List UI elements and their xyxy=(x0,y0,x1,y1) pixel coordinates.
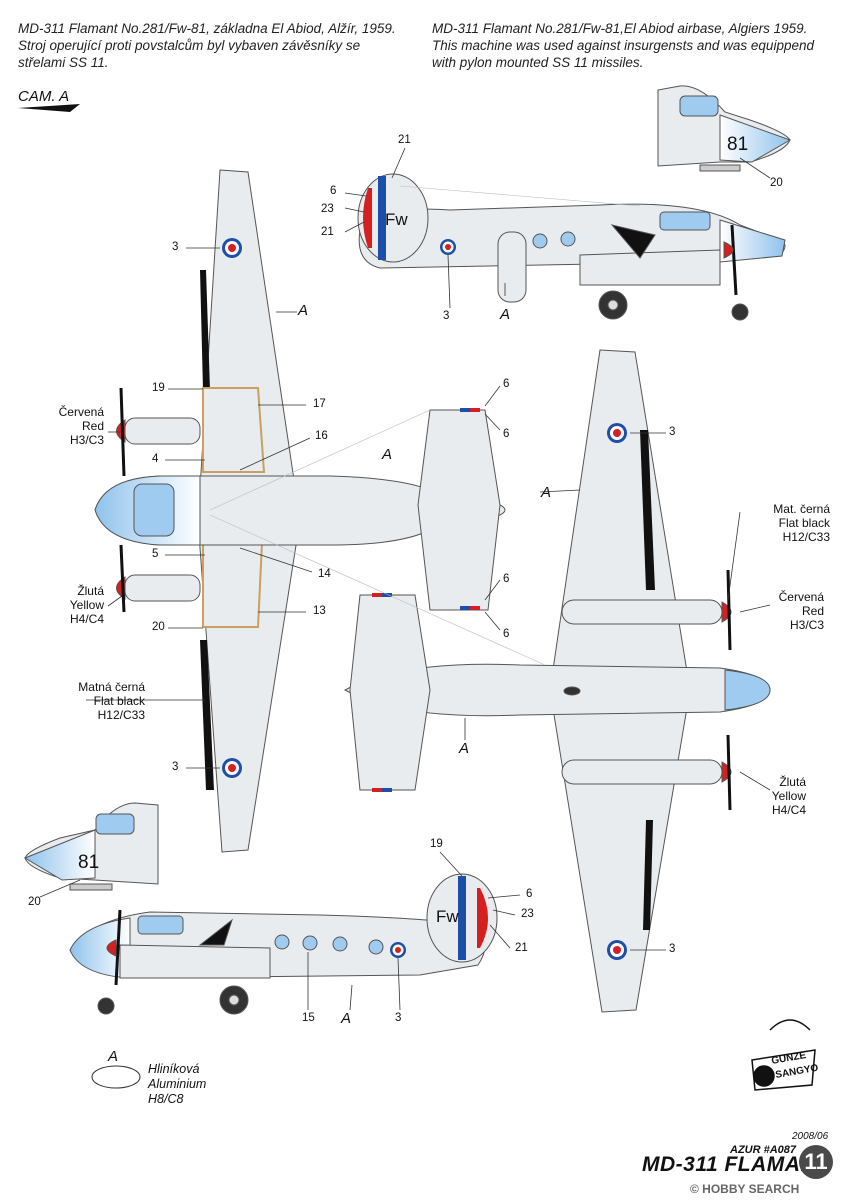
callout-6-d: 6 xyxy=(503,428,510,440)
projection-lines xyxy=(209,185,641,666)
caption-en-line-1: MD-311 Flamant No.281/Fw-81,El Abiod air… xyxy=(432,21,808,36)
callout-6-a: 6 xyxy=(330,185,337,197)
legend-letter: A xyxy=(108,1048,119,1065)
fin-code-upper: Fw xyxy=(385,210,408,229)
footer-date: 2008/06 xyxy=(792,1131,829,1142)
caption-en-line-3: with pylon mounted SS 11 missiles. xyxy=(432,55,644,70)
area-letter-5: A xyxy=(459,740,470,757)
fin-code-lower: Fw xyxy=(436,907,459,926)
callout-11: 13 xyxy=(313,605,326,617)
side-view-upper xyxy=(357,173,786,321)
nose-number-upper: 81 xyxy=(727,134,748,155)
callout-21-a: 21 xyxy=(321,226,334,238)
area-letter-4: A xyxy=(541,484,552,501)
watermark: © HOBBY SEARCH xyxy=(690,1182,800,1196)
legend-swatch xyxy=(91,1065,141,1089)
callout-20-a: 20 xyxy=(770,177,783,189)
callout-19-a: 21 xyxy=(398,134,411,146)
nose-detail-upper xyxy=(657,85,792,172)
callout-6-e: 6 xyxy=(503,573,510,585)
callout-6-c: 6 xyxy=(503,378,510,390)
callout-6-b: 6 xyxy=(526,888,533,900)
callout-5: 5 xyxy=(152,548,159,560)
caption-cz-line-1: MD-311 Flamant No.281/Fw-81, základna El… xyxy=(18,21,396,36)
area-letter-3: A xyxy=(500,306,511,323)
caption-en-line-2: This machine was used against insurgenst… xyxy=(432,38,814,53)
callout-3-f: 3 xyxy=(395,1012,402,1024)
leader-lines xyxy=(39,147,771,1011)
footer-title: MD-311 FLAMANT xyxy=(642,1153,830,1176)
callout-3-e: 3 xyxy=(443,310,450,322)
callout-3-b: 3 xyxy=(172,761,179,773)
callout-15: 17 xyxy=(313,398,326,410)
callout-13: 15 xyxy=(302,1012,315,1024)
callout-21-b: 21 xyxy=(515,942,528,954)
bottom-view xyxy=(343,349,771,1013)
callout-23-b: 23 xyxy=(521,908,534,920)
area-letter-6: A xyxy=(341,1010,352,1027)
callout-20-b: 20 xyxy=(28,896,41,908)
area-letter-1: A xyxy=(298,302,309,319)
gunze-logo xyxy=(751,1019,816,1091)
roundel-top-wing-lower xyxy=(222,758,242,778)
callout-12: 14 xyxy=(318,568,331,580)
callout-19-b: 19 xyxy=(430,838,443,850)
caption-english: MD-311 Flamant No.281/Fw-81,El Abiod air… xyxy=(432,20,832,71)
callout-3-d: 3 xyxy=(669,943,676,955)
nose-number-lower: 81 xyxy=(78,852,99,873)
callout-16: 20 xyxy=(152,621,165,633)
nose-detail-lower xyxy=(23,802,159,891)
caption-cz-line-3: střelami SS 11. xyxy=(18,55,109,70)
top-view xyxy=(94,169,506,853)
page-number-badge: 11 xyxy=(799,1145,833,1179)
camouflage-label: CAM. A xyxy=(18,88,70,105)
area-letter-2: A xyxy=(382,446,393,463)
caption-cz-line-2: Stroj operující proti povstalcům byl vyb… xyxy=(18,38,361,53)
callout-4: 4 xyxy=(152,453,159,465)
callout-17: 19 xyxy=(152,382,165,394)
callout-23-a: 23 xyxy=(321,203,334,215)
callout-6-f: 6 xyxy=(503,628,510,640)
callout-3-c: 3 xyxy=(669,426,676,438)
callout-3-a: 3 xyxy=(172,241,179,253)
roundel-top-wing-upper xyxy=(222,238,242,258)
footer-code: AZUR #A087 xyxy=(730,1144,797,1156)
callout-14: 16 xyxy=(315,430,328,442)
caption-czech: MD-311 Flamant No.281/Fw-81, základna El… xyxy=(18,20,413,71)
side-view-lower xyxy=(69,873,498,1015)
